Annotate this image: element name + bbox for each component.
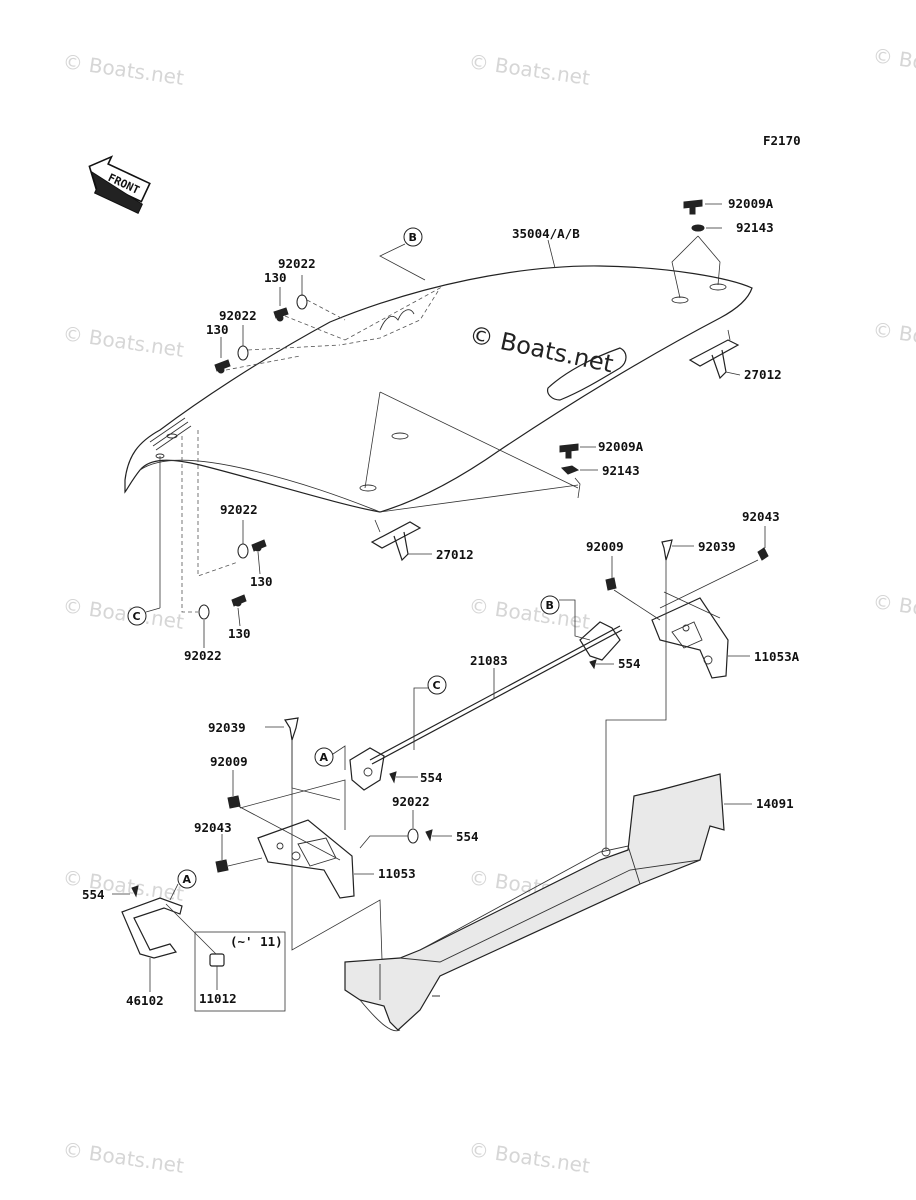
part-label: 21083 (470, 653, 508, 668)
part-label: 130 (228, 626, 251, 641)
bracket-27012-lower: 27012 (370, 519, 474, 562)
watermark: © Boats.net (61, 321, 185, 362)
part-label: 92039 (208, 720, 246, 735)
fastener-group-left-lower: 92022 130 130 92022 (159, 430, 273, 663)
watermark: © Boats.net (871, 317, 916, 358)
figure-code: F2170 (763, 133, 801, 148)
part-label: 92022 (184, 648, 222, 663)
part-label: 11053 (378, 866, 416, 881)
callout-letter: A (183, 873, 192, 886)
part-label: 92039 (698, 539, 736, 554)
part-label: 27012 (436, 547, 474, 562)
part-label: 130 (264, 270, 287, 285)
fastener-group-upper-left: 92022 130 92022 130 (206, 256, 346, 374)
part-label: 92022 (278, 256, 316, 271)
callout-b-top: B (379, 227, 426, 281)
part-box-11012: (~' 11) 11012 (194, 931, 286, 1012)
callout-letter: C (433, 679, 441, 692)
part-label: 92009A (598, 439, 644, 454)
callout-c-left: C (127, 606, 161, 626)
fastener-group-middle: 92009A 92143 (559, 439, 644, 499)
part-label: 554 (420, 770, 443, 785)
strap-46102: 554 46102 (82, 885, 225, 1008)
callout-a-mid: A (314, 745, 346, 770)
bracket-11053a: 11053A 92043 92009 92039 (586, 509, 800, 850)
watermark: © Boats.net (871, 43, 916, 84)
part-label: 554 (82, 887, 105, 902)
hull-cover-35004 (124, 265, 753, 513)
part-label: 554 (456, 829, 479, 844)
fastener-group-top-right: 92009A 92143 (671, 196, 774, 299)
front-arrow-icon: FRONT (88, 155, 151, 214)
part-label: 92043 (194, 820, 232, 835)
bracket-11053: 11053 (257, 819, 416, 961)
part-label: 92143 (736, 220, 774, 235)
part-label: 92009 (586, 539, 624, 554)
part-label: 27012 (744, 367, 782, 382)
year-note: (~' 11) (230, 934, 283, 949)
callout-a-left: A (169, 869, 197, 901)
callout-c-mid: C (413, 675, 447, 750)
part-label: 11053A (754, 649, 800, 664)
watermark: © Boats.net (871, 589, 916, 630)
watermark-layer: © Boats.net © Boats.net © Boats.net © Bo… (61, 43, 916, 1178)
part-label: 92022 (392, 794, 430, 809)
main-watermark: © Boats.net (467, 320, 616, 378)
part-label: 92009A (728, 196, 774, 211)
part-label: 46102 (126, 993, 164, 1008)
callout-letter: B (546, 599, 554, 612)
rod-21083: 21083 554 (349, 621, 641, 791)
watermark: © Boats.net (467, 1137, 591, 1178)
part-label: 11012 (199, 991, 237, 1006)
part-label: 92022 (219, 308, 257, 323)
part-label: 35004/A/B (512, 226, 580, 241)
part-label: 130 (206, 322, 229, 337)
part-label: 92143 (602, 463, 640, 478)
watermark: © Boats.net (61, 49, 185, 90)
part-label: 14091 (756, 796, 794, 811)
part-label: 92009 (210, 754, 248, 769)
part-label: 130 (250, 574, 273, 589)
bracket-27012-right: 27012 (688, 329, 782, 382)
callout-letter: C (133, 610, 141, 623)
part-label: 554 (618, 656, 641, 671)
skid-plate-14091: 14091 (344, 773, 794, 1032)
part-label: 92043 (742, 509, 780, 524)
callout-b-mid: B (540, 595, 591, 641)
callout-letter: B (409, 231, 417, 244)
watermark: © Boats.net (61, 865, 185, 906)
watermark: © Boats.net (61, 1137, 185, 1178)
callout-letter: A (320, 751, 329, 764)
watermark: © Boats.net (467, 49, 591, 90)
part-label: 92022 (220, 502, 258, 517)
watermark: © Boats.net (467, 593, 591, 634)
watermark: © Boats.net (61, 593, 185, 634)
fastener-group-left-middle: 92039 554 92009 92022 554 92043 (194, 717, 479, 873)
